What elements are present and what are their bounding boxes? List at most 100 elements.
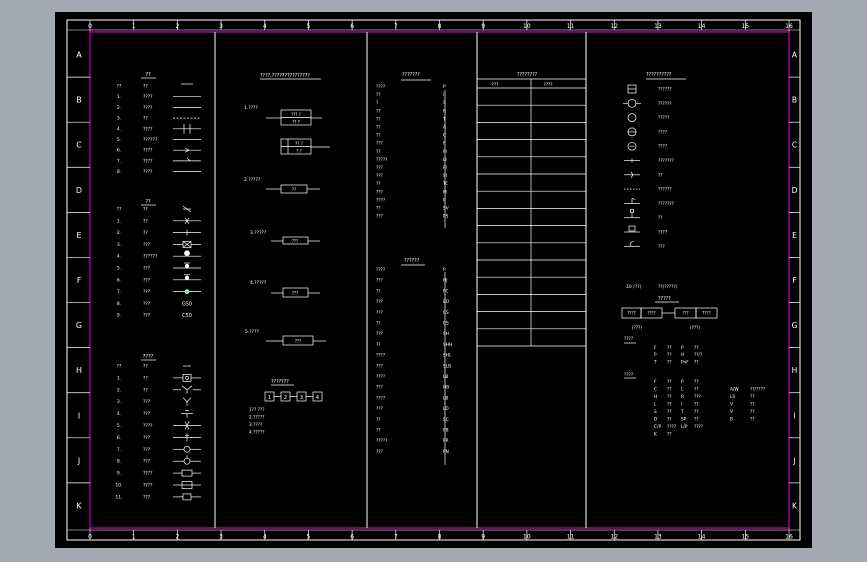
col-label-bottom: 8 <box>438 534 442 541</box>
row-number: 2. <box>117 230 121 236</box>
valve-mark <box>184 217 190 224</box>
row-number: 1. <box>117 94 121 100</box>
row-label-right: J <box>792 456 795 465</box>
col-label-top: 1 <box>132 23 136 30</box>
code-value: C <box>443 133 446 139</box>
code-name: ????? <box>376 438 387 444</box>
row-number: 6. <box>117 277 121 283</box>
block1-cell: P <box>681 345 684 351</box>
code-value: FC <box>443 288 448 294</box>
code-name: ???? <box>376 395 385 401</box>
row-name: ??? <box>143 313 151 319</box>
code-name: ??? <box>376 141 383 147</box>
block1-cell: ?? <box>694 359 699 365</box>
seq-number: 1 <box>268 395 271 401</box>
equip-box-text: ? ? <box>296 149 302 154</box>
legend-text: ?? <box>658 215 663 221</box>
seq-number: 3 <box>300 395 303 401</box>
block1-cell: ?? <box>667 359 672 365</box>
y-symbol <box>182 397 188 402</box>
row-number: 10. <box>115 483 122 489</box>
code-value: SC <box>443 417 449 423</box>
seq-note: 3.???? <box>249 422 262 428</box>
row-name: ?? <box>143 387 148 393</box>
equip-box-text: ??? <box>295 339 301 344</box>
col-label-bottom: 3 <box>219 534 223 541</box>
legend-text: ?? <box>658 172 663 178</box>
tag-title: ????? <box>658 296 671 302</box>
code-value: CS <box>443 321 449 327</box>
col-label-bottom: 10 <box>523 534 531 541</box>
code-value: SHL <box>443 353 452 359</box>
row-number: 9. <box>117 471 121 477</box>
col-label-bottom: 16 <box>785 534 793 541</box>
col-label-top: 12 <box>610 23 618 30</box>
legend-title: ?????????? <box>646 72 672 78</box>
row-number: 8. <box>117 301 121 307</box>
row-name: ?? <box>143 116 148 122</box>
col-label-top: 4 <box>263 23 267 30</box>
row-label-right: C <box>792 141 797 150</box>
c50-symbol: C50 <box>182 313 192 319</box>
row-name: ???? <box>143 423 153 429</box>
section-title: ???? <box>143 354 154 360</box>
col-label-top: 8 <box>438 23 442 30</box>
block2-cell: ?? <box>694 402 699 408</box>
block2-cell: ?? <box>750 417 755 423</box>
row-label-left: F <box>77 276 82 285</box>
row-label-left: H <box>76 366 82 375</box>
code-name: ?? <box>376 428 381 434</box>
row-label-right: D <box>792 186 798 195</box>
equip-label-3: 3.????? <box>250 230 267 236</box>
row-label-right: F <box>792 276 796 285</box>
valve-body <box>184 275 190 280</box>
block2-cell: S <box>654 409 657 415</box>
code-value: PS <box>443 214 449 220</box>
code-name: ??? <box>376 331 383 337</box>
col-label-bottom: 4 <box>263 534 267 541</box>
row-label-right: A <box>792 51 798 60</box>
code-name: ?? <box>376 206 381 212</box>
col-label-bottom: 2 <box>175 534 179 541</box>
equip-box-5 <box>282 287 309 298</box>
legend-footer-label: 10 (??) <box>626 284 642 290</box>
legend-text: ???? <box>658 230 667 236</box>
row-number: 1. <box>117 375 121 381</box>
row-name: ??? <box>143 411 151 417</box>
legend-footer-text: ??(?????) <box>658 284 678 290</box>
block2-cell: L <box>654 402 657 408</box>
block2-cell: F <box>654 379 657 385</box>
equip-label-1: 1.???? <box>244 105 258 111</box>
equip-label-5: 5.???? <box>245 329 259 335</box>
code-value: SV <box>443 206 449 212</box>
code-value: S <box>443 100 446 106</box>
code-name: ?? <box>376 92 381 98</box>
col-label-top: 14 <box>698 23 706 30</box>
code-name: ???? <box>376 267 385 273</box>
tag-sub: (???) <box>632 325 643 331</box>
col-label-bottom: 14 <box>698 534 706 541</box>
row-name: ??? <box>143 289 151 295</box>
blank-table-title: ???????? <box>517 72 538 78</box>
code-value: CS <box>443 310 449 316</box>
equip-box-4 <box>282 236 309 245</box>
code-value: LB <box>443 395 448 401</box>
code-name: ??? <box>376 449 383 455</box>
code-value: TC <box>442 181 448 187</box>
row-number: 4. <box>117 126 121 132</box>
row-name: ?????? <box>143 137 158 143</box>
code-value: P <box>443 84 446 90</box>
code-value: HB <box>443 385 449 391</box>
row-name: ??? <box>143 447 151 453</box>
row-name: ???? <box>143 105 153 111</box>
block2-cell: C <box>654 387 657 393</box>
tag-box-text: ???? <box>702 311 711 316</box>
code-table-1-title: ??????? <box>402 72 420 78</box>
block2-cell: I <box>681 402 682 408</box>
header-symbol <box>182 205 192 213</box>
legend-text: ?????? <box>658 87 672 93</box>
block1-cell: ?? <box>694 345 699 351</box>
row-number: 1. <box>117 218 121 224</box>
row-name: ???? <box>143 169 153 175</box>
block2-cell: A/W <box>730 387 739 393</box>
